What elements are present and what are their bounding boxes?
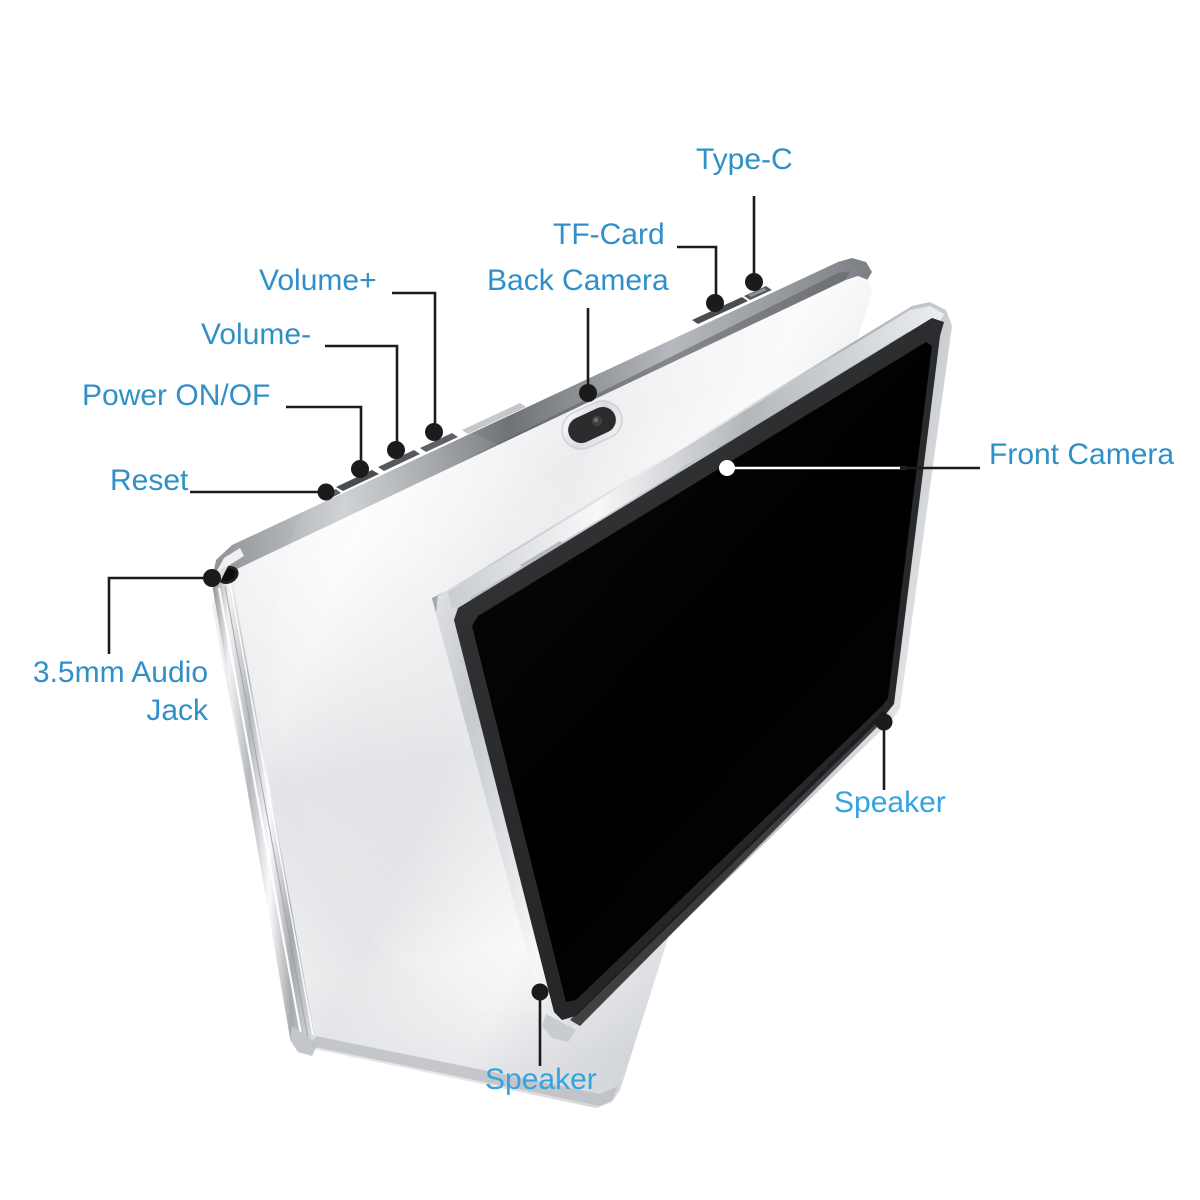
dot-speaker-bottom <box>531 983 549 1001</box>
dot-tf-card <box>706 294 724 312</box>
top-edge-slot <box>462 403 526 434</box>
front-view-tablet <box>432 302 952 1042</box>
front-tablet-bottom-shade <box>570 710 888 1026</box>
callout-label-back-camera[interactable]: Back Camera <box>487 264 669 297</box>
volume-down-icon <box>378 450 420 471</box>
leader-audio-jack <box>107 576 209 654</box>
front-tablet-screen <box>472 342 932 1002</box>
dot-volume-down <box>387 441 405 459</box>
leader-volume-up <box>392 291 437 429</box>
callout-label-power[interactable]: Power ON/OF <box>82 379 271 412</box>
front-tablet-top-rail <box>448 306 944 608</box>
sdcard-icon <box>692 297 748 324</box>
callout-label-tf-card[interactable]: TF-Card <box>553 218 665 251</box>
dot-front-camera <box>719 460 735 476</box>
dot-volume-up <box>425 423 443 441</box>
power-button-icon <box>336 470 379 491</box>
front-tablet-bottom-corner <box>542 1014 576 1042</box>
camera-icon <box>561 400 623 450</box>
callout-label-type-c[interactable]: Type-C <box>696 143 793 176</box>
volume-up-icon <box>420 433 458 452</box>
callout-label-speaker-right[interactable]: Speaker <box>834 786 946 819</box>
callout-label-front-camera[interactable]: Front Camera <box>989 438 1175 471</box>
back-tablet-left-line-1 <box>217 587 304 1041</box>
dot-reset <box>317 483 335 501</box>
back-tablet-bottom-corner <box>290 1026 318 1056</box>
leader-power <box>286 405 363 466</box>
leader-lines <box>107 196 980 1066</box>
leader-volume-down <box>325 344 399 447</box>
callout-label-audio-jack[interactable]: 3.5mm Audio Jack <box>32 656 208 727</box>
leader-tf-card <box>677 245 718 300</box>
callout-label-speaker-bottom[interactable]: Speaker <box>485 1063 597 1096</box>
back-tablet-left-line-2 <box>224 585 309 1039</box>
callout-label-reset[interactable]: Reset <box>110 464 189 497</box>
dot-audio-jack <box>203 569 221 587</box>
back-tablet-bottom-shade <box>310 1036 618 1106</box>
dot-power <box>351 460 369 478</box>
usb-c-port-inner <box>748 288 767 297</box>
dot-type-c <box>745 273 763 291</box>
callout-label-volume-down[interactable]: Volume- <box>201 318 312 351</box>
callout-label-volume-up[interactable]: Volume+ <box>259 264 377 297</box>
back-tablet-corner-highlight <box>213 548 244 584</box>
dot-speaker-right <box>875 713 893 731</box>
front-tablet-top-port <box>520 541 566 569</box>
callout-dots <box>203 273 893 1001</box>
dot-back-camera <box>579 384 597 402</box>
back-tablet-ports <box>692 286 772 324</box>
back-tablet-left-line-3 <box>229 582 314 1036</box>
